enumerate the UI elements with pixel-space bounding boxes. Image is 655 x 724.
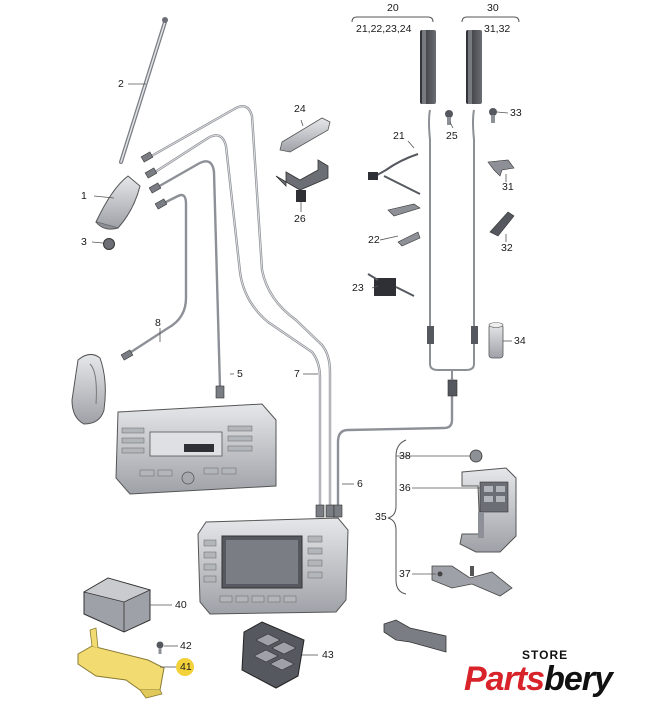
callout-35: 35	[375, 511, 387, 523]
window-antenna-30	[466, 30, 482, 104]
callout-32: 32	[501, 242, 513, 254]
coax-cables-highlight	[147, 105, 331, 509]
handle-24	[279, 117, 331, 153]
nut-38	[469, 449, 483, 463]
holder-36	[459, 467, 517, 553]
callout-5: 5	[237, 368, 243, 380]
harness-plug-20	[427, 326, 434, 344]
callout-24: 24	[294, 103, 306, 115]
switch-block-43	[241, 621, 305, 689]
callout-26: 26	[294, 213, 306, 225]
callout-41: 41	[180, 661, 192, 673]
cable-6-connector	[333, 504, 343, 518]
callout-36: 36	[399, 482, 411, 494]
partsbery-logo: STORE Partsbery	[462, 640, 642, 710]
callout-2: 2	[118, 78, 124, 90]
antenna-base	[95, 175, 141, 230]
screw-33	[489, 108, 497, 123]
radio-unit	[115, 403, 277, 495]
bracket-26	[275, 159, 329, 202]
logo-store-text: STORE	[522, 648, 569, 662]
trim-rail	[383, 619, 447, 653]
filter-34	[488, 322, 504, 359]
callout-38: 38	[399, 450, 411, 462]
control-box-40	[82, 577, 152, 633]
logo-brand: Partsbery	[464, 660, 613, 699]
bracket-37	[431, 565, 513, 597]
logo-brand-parts: Parts	[464, 660, 545, 698]
antenna-rod	[119, 17, 168, 164]
callout-43: 43	[322, 649, 334, 661]
leader-lines	[91, 83, 512, 668]
callout-41-highlight	[176, 658, 194, 676]
callout-40: 40	[175, 599, 187, 611]
group-bracket-20	[351, 16, 434, 23]
callout-31: 31	[502, 181, 514, 193]
callout-34: 34	[514, 335, 526, 347]
harness-plug-30	[471, 326, 478, 344]
handset	[71, 354, 106, 425]
callout-1: 1	[81, 190, 87, 202]
wire-21-plug	[368, 172, 378, 180]
callout-42: 42	[180, 640, 192, 652]
logo-brand-bery: bery	[544, 660, 613, 698]
window-antenna-20	[420, 30, 436, 104]
group-30-members: 31,32	[484, 23, 511, 35]
screw-42	[156, 641, 164, 654]
cable-6	[336, 378, 454, 508]
callout-25: 25	[446, 130, 458, 142]
cable-joint	[447, 379, 458, 397]
callout-3: 3	[81, 236, 87, 248]
connector-22	[387, 203, 421, 247]
clip-31	[487, 159, 515, 177]
group-35-bracket-line	[387, 439, 407, 595]
nav-unit	[197, 517, 349, 615]
module-23	[367, 273, 415, 297]
callout-7: 7	[294, 368, 300, 380]
callout-8: 8	[155, 317, 161, 329]
group-30-number: 30	[487, 2, 499, 14]
clip-32	[489, 211, 515, 237]
callout-21: 21	[393, 130, 405, 142]
callout-37: 37	[399, 568, 411, 580]
callout-23: 23	[352, 282, 364, 294]
group-20-members: 21,22,23,24	[356, 23, 412, 35]
screw-25	[445, 110, 453, 125]
callout-33: 33	[510, 107, 522, 119]
callout-22: 22	[368, 234, 380, 246]
group-20-number: 20	[387, 2, 399, 14]
bracket-41	[77, 627, 165, 699]
wire-21	[371, 153, 421, 195]
harness-20-30	[428, 109, 475, 380]
group-bracket-30	[461, 16, 520, 23]
callout-6: 6	[357, 478, 363, 490]
antenna-nut	[103, 238, 115, 250]
